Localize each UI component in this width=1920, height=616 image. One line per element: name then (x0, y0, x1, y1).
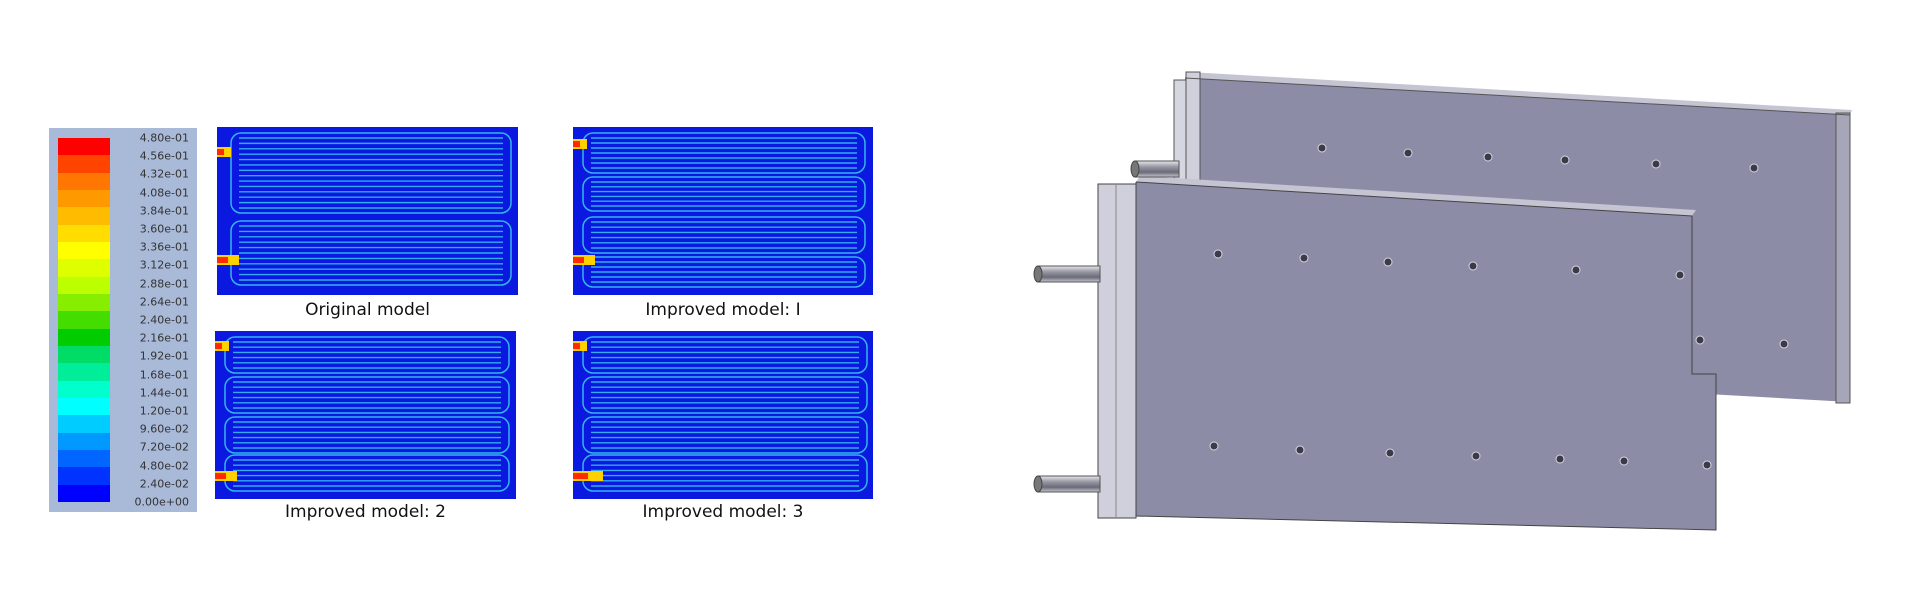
mounting-hole (1383, 257, 1393, 267)
cold-plate-render (1033, 71, 1852, 531)
colorbar-swatch (58, 450, 110, 468)
colorbar-swatch (58, 380, 110, 399)
colorbar-tick-label: 2.40e-01 (139, 313, 189, 327)
colorbar-swatch (58, 294, 110, 312)
colorbar-tick-label: 2.88e-01 (139, 277, 189, 291)
colorbar-tick-label: 1.44e-01 (139, 386, 189, 400)
colorbar-swatch (58, 415, 110, 434)
colorbar-swatch (58, 155, 110, 174)
flow-field (573, 132, 866, 288)
colorbar-swatch (58, 432, 110, 451)
colorbar-tick-label: 4.08e-01 (139, 186, 189, 200)
colorbar-tick-label: 3.12e-01 (139, 258, 189, 272)
colorbar-swatch (58, 328, 110, 347)
colorbar-tick-label: 4.56e-01 (139, 149, 189, 163)
mounting-hole (1675, 270, 1685, 280)
colorbar-swatch (58, 242, 110, 260)
colorbar-tick-label: 3.60e-01 (139, 222, 189, 236)
flow-field (573, 336, 868, 492)
colorbar-legend: 4.80e-01 4.56e-01 4.32e-01 4.08e-01 3.84e-01… (49, 128, 197, 512)
mounting-hole (1555, 454, 1565, 464)
colorbar-tick-label: 7.20e-02 (139, 440, 189, 454)
colorbar-swatch (58, 484, 110, 503)
mounting-hole (1571, 265, 1581, 275)
colorbar-tick-label: 2.16e-01 (139, 331, 189, 345)
mounting-hole (1468, 261, 1478, 271)
panel-original-model (217, 127, 518, 295)
mounting-hole (1209, 441, 1219, 451)
colorbar-swatch (58, 311, 110, 330)
colorbar-swatch (58, 207, 110, 226)
mounting-hole (1385, 448, 1395, 458)
mounting-hole (1317, 143, 1327, 153)
colorbar-tick-label: 0.00e+00 (134, 495, 189, 509)
caption-improved-model-3: Improved model: 3 (642, 502, 804, 522)
mounting-holes (1209, 143, 1789, 470)
colorbar-swatch (58, 259, 110, 278)
mounting-hole (1702, 460, 1712, 470)
mounting-hole (1213, 249, 1223, 259)
flow-field (215, 336, 510, 492)
colorbar-tick-label: 1.20e-01 (139, 404, 189, 418)
mounting-hole (1295, 445, 1305, 455)
mounting-hole (1749, 163, 1759, 173)
mounting-hole (1651, 159, 1661, 169)
panel-improved-model-1 (573, 127, 873, 295)
colorbar-tick-label: 4.80e-01 (139, 131, 189, 145)
caption-improved-model-2: Improved model: 2 (285, 502, 446, 522)
outlet-pipe-front-bottom (1033, 475, 1101, 493)
mounting-hole (1560, 155, 1570, 165)
colorbar-tick-label: 1.92e-01 (139, 349, 189, 363)
colorbar-swatch (58, 467, 110, 486)
colorbar-swatch (58, 363, 110, 382)
colorbar-tick-label: 4.32e-01 (139, 167, 189, 181)
colorbar-tick-label: 1.68e-01 (139, 368, 189, 382)
colorbar-swatch (58, 346, 110, 364)
mounting-hole (1471, 451, 1481, 461)
colorbar-swatch (58, 190, 110, 208)
inlet-pipe-back (1130, 160, 1180, 178)
caption-improved-model-1: Improved model: I (645, 300, 801, 320)
colorbar-tick-label: 2.40e-02 (139, 477, 189, 491)
colorbar-swatch (58, 276, 110, 295)
colorbar-swatch (58, 172, 110, 191)
mounting-hole (1403, 148, 1413, 158)
colorbar-swatches (58, 138, 110, 503)
panel-improved-model-3 (573, 331, 873, 499)
mounting-hole (1299, 253, 1309, 263)
colorbar-swatch (58, 138, 110, 156)
colorbar-swatch (58, 224, 110, 243)
colorbar-tick-label: 3.84e-01 (139, 204, 189, 218)
colorbar-tick-label: 3.36e-01 (139, 240, 189, 254)
colorbar-swatch (58, 398, 110, 416)
mounting-hole (1695, 335, 1705, 345)
mounting-hole (1483, 152, 1493, 162)
colorbar-tick-label: 2.64e-01 (139, 295, 189, 309)
colorbar-tick-label: 4.80e-02 (139, 459, 189, 473)
front-plate (1097, 176, 1717, 531)
flow-field (217, 132, 512, 286)
mounting-hole (1619, 456, 1629, 466)
caption-original-model: Original model (305, 300, 430, 320)
mounting-hole (1779, 339, 1789, 349)
panel-improved-model-2 (215, 331, 516, 499)
colorbar-tick-label: 9.60e-02 (139, 422, 189, 436)
inlet-pipe-front-top (1033, 265, 1101, 283)
colorbar-ticks: 4.80e-01 4.56e-01 4.32e-01 4.08e-01 3.84e-01… (111, 128, 197, 512)
